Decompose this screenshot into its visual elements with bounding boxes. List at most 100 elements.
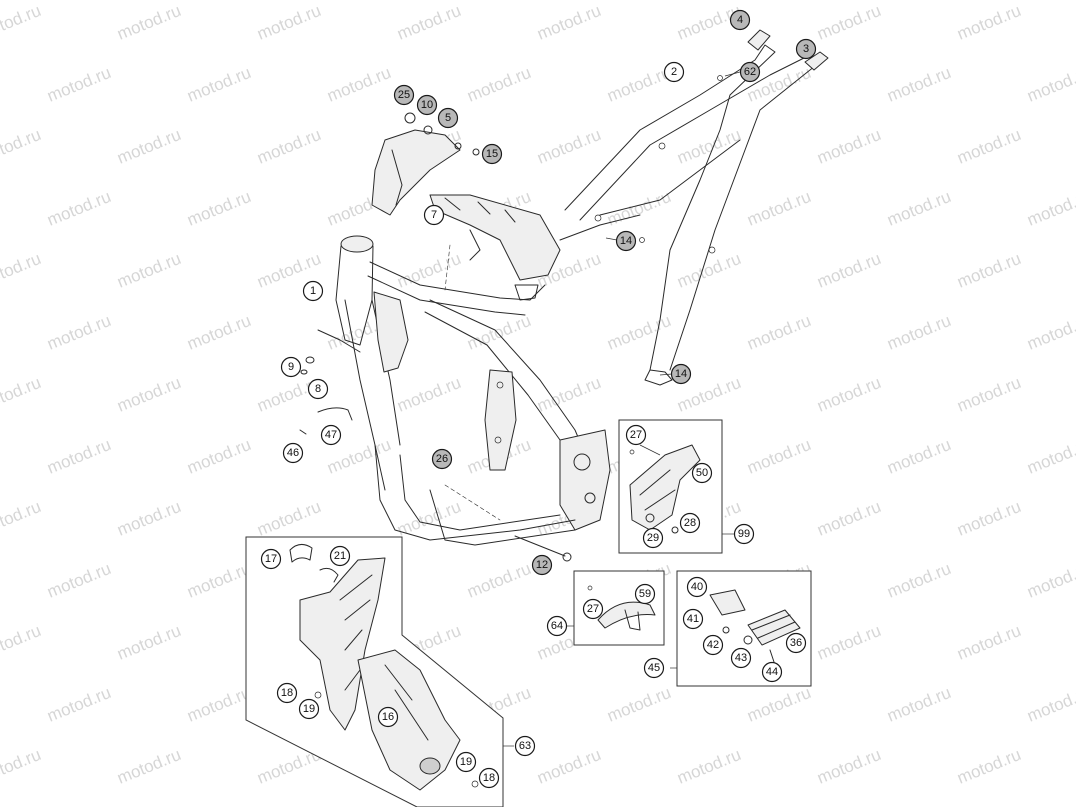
callout-17[interactable]: 17 (260, 548, 282, 570)
watermark-text: motod.ru (394, 249, 463, 292)
callout-19b[interactable]: 19 (455, 751, 477, 773)
watermark-text: motod.ru (184, 187, 253, 230)
watermark-text: motod.ru (114, 373, 183, 416)
callout-27b[interactable]: 27 (582, 598, 604, 620)
callout-18a[interactable]: 18 (276, 682, 298, 704)
callout-8[interactable]: 8 (307, 378, 329, 400)
callout-40[interactable]: 40 (686, 576, 708, 598)
svg-text:16: 16 (382, 711, 394, 723)
callout-41[interactable]: 41 (682, 608, 704, 630)
callout-46[interactable]: 46 (282, 442, 304, 464)
watermark-text: motod.ru (254, 497, 323, 540)
svg-text:64: 64 (551, 620, 563, 632)
callout-62[interactable]: 62 (739, 61, 761, 83)
watermark-text: motod.ru (394, 373, 463, 416)
watermark-text: motod.ru (534, 125, 603, 168)
watermark-text: motod.ru (954, 1, 1023, 44)
svg-text:59: 59 (639, 588, 651, 600)
watermark-text: motod.ru (114, 249, 183, 292)
watermark-text: motod.ru (1024, 311, 1076, 354)
watermark-text: motod.ru (954, 125, 1023, 168)
callout-99[interactable]: 99 (733, 523, 755, 545)
svg-text:27: 27 (587, 603, 599, 615)
callout-19a[interactable]: 19 (298, 698, 320, 720)
callout-2[interactable]: 2 (663, 61, 685, 83)
watermark-text: motod.ru (44, 187, 113, 230)
callout-47[interactable]: 47 (320, 424, 342, 446)
watermark-text: motod.ru (0, 125, 44, 168)
callout-63[interactable]: 63 (514, 735, 536, 757)
watermark-text: motod.ru (954, 249, 1023, 292)
watermark-text: motod.ru (954, 745, 1023, 788)
callout-1[interactable]: 1 (302, 280, 324, 302)
callout-18b[interactable]: 18 (478, 767, 500, 789)
watermark-text: motod.ru (534, 745, 603, 788)
watermark-text: motod.ru (184, 435, 253, 478)
svg-text:99: 99 (738, 528, 750, 540)
callout-29[interactable]: 29 (642, 527, 664, 549)
callout-12[interactable]: 12 (531, 554, 553, 576)
upper-bracket-drawing (371, 112, 561, 301)
callout-10[interactable]: 10 (416, 94, 438, 116)
callout-3[interactable]: 3 (795, 38, 817, 60)
callout-5[interactable]: 5 (437, 107, 459, 129)
watermark-text: motod.ru (464, 63, 533, 106)
callout-43[interactable]: 43 (730, 647, 752, 669)
svg-text:3: 3 (803, 43, 809, 55)
svg-text:50: 50 (696, 467, 708, 479)
subframe-drawing (559, 29, 829, 386)
callout-45[interactable]: 45 (643, 657, 665, 679)
svg-text:28: 28 (684, 517, 696, 529)
callout-14b[interactable]: 14 (670, 363, 692, 385)
callout-4[interactable]: 4 (729, 9, 751, 31)
watermark-text: motod.ru (44, 63, 113, 106)
callout-44[interactable]: 44 (761, 661, 783, 683)
callout-14a[interactable]: 14 (615, 230, 637, 252)
svg-text:26: 26 (436, 453, 448, 465)
watermark-text: motod.ru (324, 63, 393, 106)
watermark-text: motod.ru (114, 497, 183, 540)
callout-28[interactable]: 28 (679, 512, 701, 534)
watermark-text: motod.ru (114, 1, 183, 44)
svg-text:2: 2 (671, 66, 677, 78)
callout-25[interactable]: 25 (393, 84, 415, 106)
callout-27a[interactable]: 27 (625, 424, 647, 446)
watermark-text: motod.ru (254, 125, 323, 168)
callout-21[interactable]: 21 (329, 545, 351, 567)
watermark-text: motod.ru (884, 187, 953, 230)
watermark-text: motod.ru (1024, 435, 1076, 478)
svg-text:12: 12 (536, 559, 548, 571)
watermark-text: motod.ru (744, 311, 813, 354)
group-box-63 (245, 536, 514, 807)
svg-text:29: 29 (647, 532, 659, 544)
watermark-text: motod.ru (0, 249, 44, 292)
callout-42[interactable]: 42 (702, 634, 724, 656)
callout-50[interactable]: 50 (691, 462, 713, 484)
watermark-text: motod.ru (954, 621, 1023, 664)
watermark-text: motod.ru (814, 125, 883, 168)
svg-text:27: 27 (630, 429, 642, 441)
callout-64[interactable]: 64 (546, 615, 568, 637)
callout-26[interactable]: 26 (431, 448, 453, 470)
svg-text:19: 19 (303, 703, 315, 715)
callout-9[interactable]: 9 (280, 356, 302, 378)
callout-16[interactable]: 16 (377, 706, 399, 728)
callout-59[interactable]: 59 (634, 583, 656, 605)
watermark-text: motod.ru (954, 373, 1023, 416)
callout-15[interactable]: 15 (481, 143, 503, 165)
callout-7[interactable]: 7 (423, 204, 445, 226)
svg-text:14: 14 (620, 235, 632, 247)
watermark-text: motod.ru (534, 373, 603, 416)
watermark-text: motod.ru (44, 435, 113, 478)
svg-text:18: 18 (483, 772, 495, 784)
watermark-text: motod.ru (744, 683, 813, 726)
watermark-text: motod.ru (184, 683, 253, 726)
callout-36[interactable]: 36 (785, 632, 807, 654)
svg-text:36: 36 (790, 637, 802, 649)
svg-text:15: 15 (486, 148, 498, 160)
svg-text:8: 8 (315, 383, 321, 395)
watermark-text: motod.ru (534, 1, 603, 44)
watermark-text: motod.ru (1024, 559, 1076, 602)
svg-text:44: 44 (766, 666, 778, 678)
